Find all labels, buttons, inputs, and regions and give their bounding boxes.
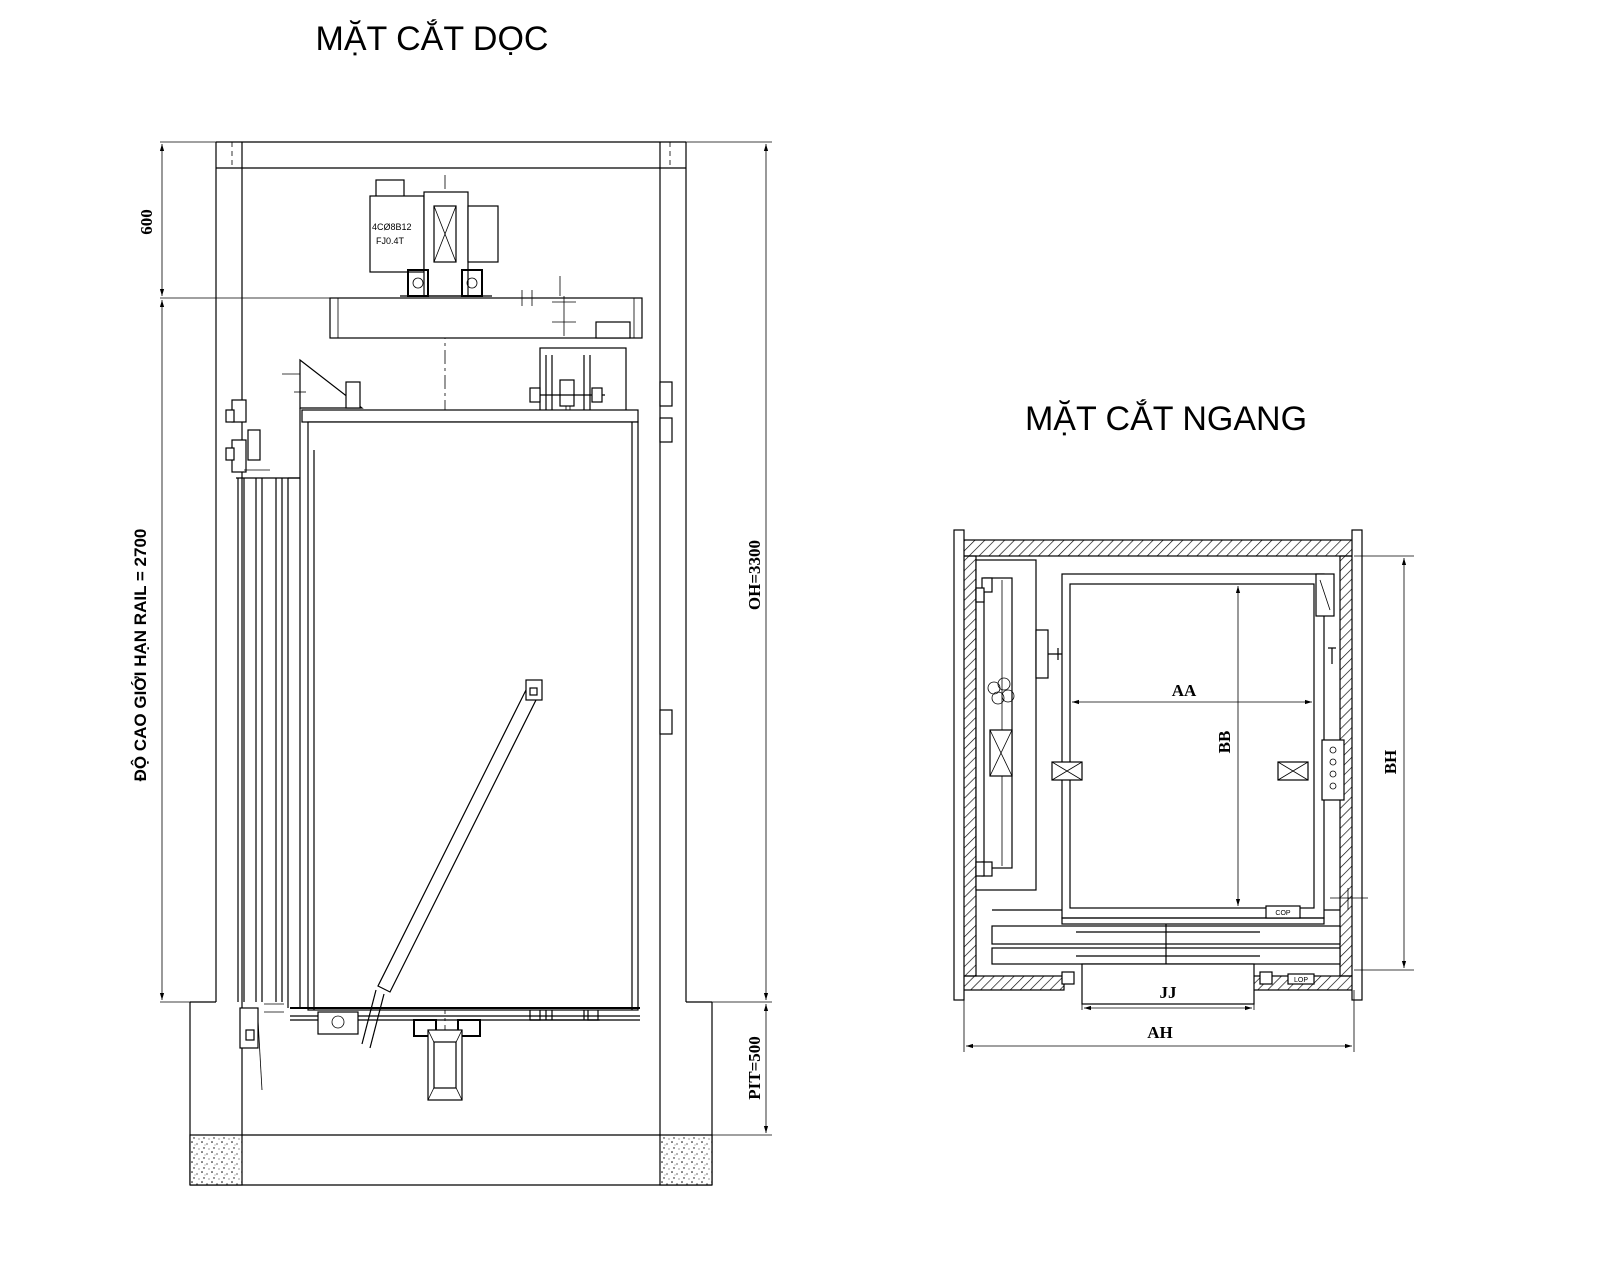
door-operator xyxy=(282,358,364,479)
dim-shaft-depth: BH xyxy=(1381,750,1400,775)
doors xyxy=(225,399,301,1091)
diagonal-brace xyxy=(361,679,543,1049)
pit-foundation-right xyxy=(659,1134,713,1186)
longitudinal-section: 4CØ8B12 FJ0.4T xyxy=(131,141,772,1186)
dim-pit: PIT=500 xyxy=(745,1036,764,1100)
motor-spec-2: FJ0.4T xyxy=(376,236,405,246)
door-sills: LOP xyxy=(991,909,1341,1005)
cross-section: COP LOP xyxy=(953,529,1414,1052)
dim-car-width: AA xyxy=(1172,681,1197,700)
dim-car-depth: BB xyxy=(1215,731,1234,754)
pit xyxy=(189,1001,713,1186)
motor-spec-1: 4CØ8B12 xyxy=(372,222,412,232)
title-cross-section: MẶT CẮT NGANG xyxy=(1025,400,1307,438)
wall-front-left xyxy=(961,975,1065,991)
shaft-walls xyxy=(215,141,687,1002)
dim-door-width: JJ xyxy=(1160,983,1178,1002)
pit-foundation-left xyxy=(189,1134,243,1186)
cop-label: COP xyxy=(1275,910,1291,917)
car-plan: COP xyxy=(1051,573,1368,925)
machine-beam xyxy=(329,276,643,339)
counterweight-plan xyxy=(975,559,1066,891)
lop-label: LOP xyxy=(1294,977,1308,984)
car-body xyxy=(290,421,640,1021)
dim-top-clearance: 600 xyxy=(137,209,156,235)
dim-rail-height: ĐỘ CAO GIỚI HẠN RAIL = 2700 xyxy=(131,529,150,782)
car-bottom-sheaves xyxy=(317,1011,481,1101)
wall-top xyxy=(961,539,1355,557)
dim-shaft-width: AH xyxy=(1147,1023,1173,1042)
dimension-right: OH=3300 PIT=500 xyxy=(686,141,772,1136)
title-longitudinal-section: MẶT CẮT DỌC xyxy=(316,20,549,58)
dimension-left: 600 ĐỘ CAO GIỚI HẠN RAIL = 2700 xyxy=(131,141,330,1003)
traction-machine: 4CØ8B12 FJ0.4T xyxy=(369,179,499,297)
dim-overhead: OH=3300 xyxy=(745,540,764,610)
